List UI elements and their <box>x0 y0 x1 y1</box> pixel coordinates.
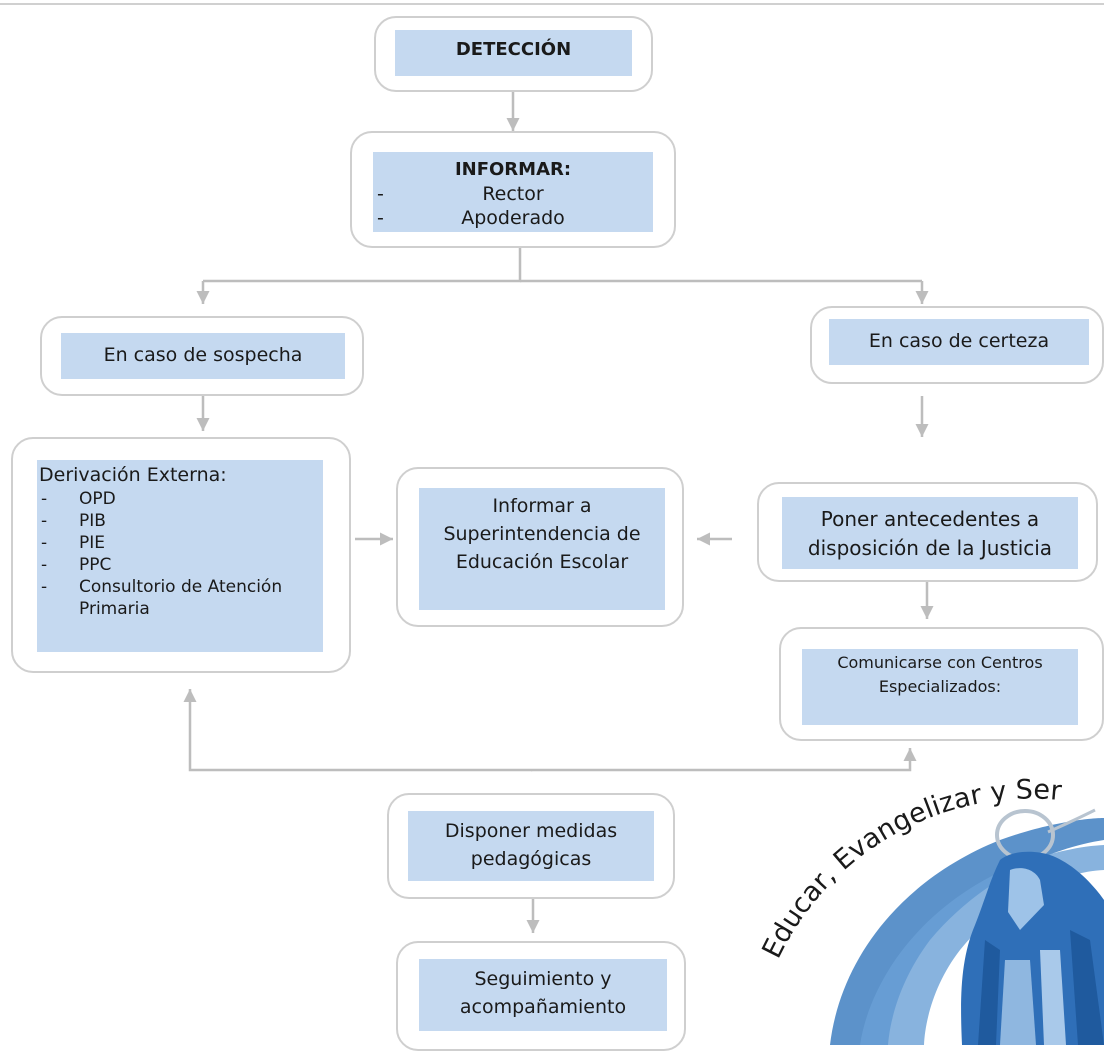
node-centros: Comunicarse con Centros Especializados: <box>779 627 1104 741</box>
deteccion-label: DETECCIÓN <box>395 30 632 76</box>
derivacion-title: Derivación Externa: <box>39 464 227 486</box>
node-superintendencia: Informar a Superintendencia de Educación… <box>396 467 684 627</box>
node-seguimiento: Seguimiento y acompañamiento <box>396 941 686 1051</box>
informar-title: INFORMAR: <box>454 159 572 180</box>
medidas-label: Disponer medidas pedagógicas <box>408 811 654 881</box>
certeza-label: En caso de certeza <box>829 319 1089 365</box>
justicia-label: Poner antecedentes a disposición de la J… <box>782 497 1078 569</box>
sospecha-label: En caso de sospecha <box>61 333 345 379</box>
derivacion-list: -OPD -PIB -PIE -PPC -Consultorio de Aten… <box>39 488 323 620</box>
logo-motto: Educar, Evangelizar y Servir <box>0 0 1064 963</box>
node-justicia: Poner antecedentes a disposición de la J… <box>757 482 1098 582</box>
superintendencia-label: Informar a Superintendencia de Educación… <box>419 488 665 610</box>
top-rule <box>0 3 1104 5</box>
seguimiento-label: Seguimiento y acompañamiento <box>419 959 667 1031</box>
node-medidas: Disponer medidas pedagógicas <box>387 793 675 899</box>
informar-item-rector: -Rector <box>377 183 544 205</box>
derivacion-item: -OPD <box>41 489 116 509</box>
derivacion-content: Derivación Externa: -OPD -PIB -PIE -PPC … <box>37 460 323 652</box>
informar-content: INFORMAR: -Rector -Apoderado <box>373 152 653 232</box>
node-deteccion: DETECCIÓN <box>374 16 653 92</box>
centros-label: Comunicarse con Centros Especializados: <box>802 649 1078 725</box>
derivacion-item: -PIB <box>41 511 106 531</box>
node-sospecha: En caso de sospecha <box>40 316 364 396</box>
derivacion-item: -PIE <box>41 533 106 553</box>
node-derivacion: Derivación Externa: -OPD -PIB -PIE -PPC … <box>11 437 351 673</box>
node-certeza: En caso de certeza <box>810 306 1104 384</box>
derivacion-item: -Consultorio de Atención Primaria <box>41 577 283 619</box>
node-informar: INFORMAR: -Rector -Apoderado <box>350 131 676 248</box>
derivacion-item: -PPC <box>41 555 112 575</box>
informar-item-apoderado: -Apoderado <box>377 207 565 229</box>
